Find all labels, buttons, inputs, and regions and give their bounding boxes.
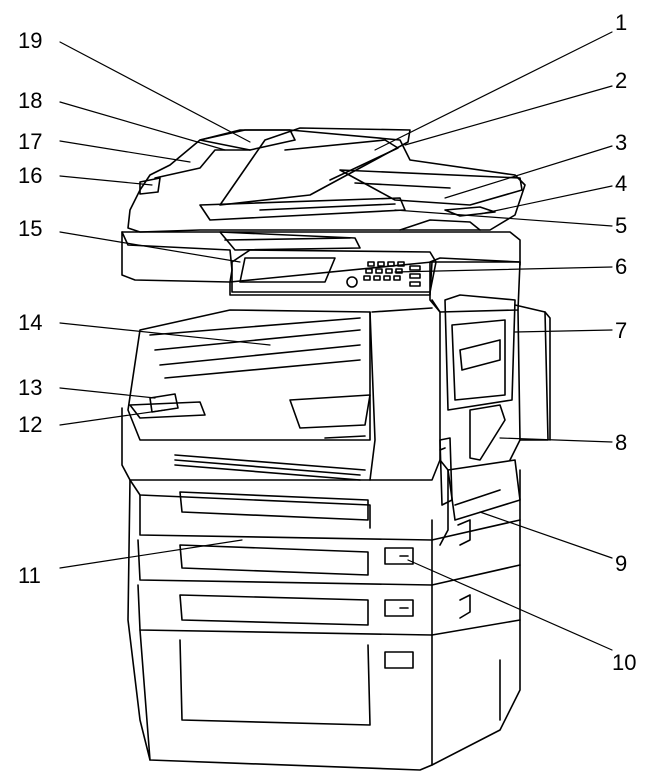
paper-cassettes xyxy=(127,469,521,771)
callout-11: 11 xyxy=(18,563,41,588)
callout-5: 5 xyxy=(615,213,628,238)
callout-4: 4 xyxy=(615,171,628,196)
leader-14 xyxy=(59,322,271,346)
leader-5 xyxy=(394,209,613,227)
leader-2 xyxy=(404,85,613,146)
leader-10 xyxy=(407,559,613,651)
paper-level-indicator-3 xyxy=(384,651,414,669)
callout-3: 3 xyxy=(615,130,628,155)
leader-18 xyxy=(59,101,226,151)
cassette-1 xyxy=(129,479,371,529)
operation-panel xyxy=(231,249,437,293)
callout-9: 9 xyxy=(615,551,628,576)
leader-3 xyxy=(444,145,613,199)
keypad xyxy=(346,261,421,288)
callout-13: 13 xyxy=(18,375,43,400)
power-switch xyxy=(149,393,179,413)
leader-9 xyxy=(479,511,613,559)
callout-12: 12 xyxy=(18,412,43,437)
document-feeder xyxy=(127,127,526,233)
paper-level-indicator-2 xyxy=(384,599,414,617)
callout-15: 15 xyxy=(18,216,43,241)
feeder-handle xyxy=(139,177,161,195)
leader-8 xyxy=(499,437,613,443)
callout-18: 18 xyxy=(18,88,43,113)
leader-13 xyxy=(59,387,156,399)
output-tray xyxy=(127,309,371,441)
leader-lines xyxy=(59,31,613,651)
callout-8: 8 xyxy=(615,430,628,455)
cassette-3 xyxy=(137,584,433,636)
leader-16 xyxy=(59,175,153,186)
leader-1 xyxy=(374,31,613,151)
paper-level-indicator-1 xyxy=(384,547,414,565)
callout-19: 19 xyxy=(18,28,43,53)
callout-17: 17 xyxy=(18,129,43,154)
callout-1: 1 xyxy=(615,10,628,35)
leader-6 xyxy=(394,266,613,273)
callout-16: 16 xyxy=(18,163,43,188)
callout-2: 2 xyxy=(615,68,628,93)
callout-6: 6 xyxy=(615,254,628,279)
exit-tray xyxy=(339,169,523,206)
leader-7 xyxy=(514,329,613,333)
leader-19 xyxy=(59,41,251,143)
leader-11 xyxy=(59,539,243,569)
callout-10: 10 xyxy=(612,650,637,675)
cassette-2 xyxy=(137,539,433,586)
leader-15 xyxy=(59,231,241,263)
callout-7: 7 xyxy=(615,318,628,343)
leader-12 xyxy=(59,409,166,426)
touch-display xyxy=(239,257,336,283)
leader-4 xyxy=(479,185,613,215)
leader-17 xyxy=(59,140,191,163)
side-unit xyxy=(439,304,551,546)
callout-14: 14 xyxy=(18,310,43,335)
scanner-body xyxy=(121,231,521,296)
